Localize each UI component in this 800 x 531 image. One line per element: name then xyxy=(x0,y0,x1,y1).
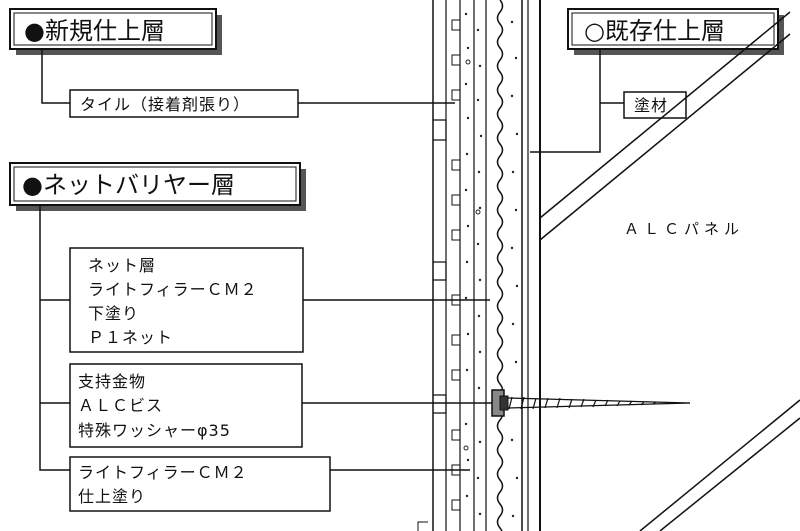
alc-hatch xyxy=(539,11,800,531)
header-net-barrier-layer: ●ネットバリヤー層 xyxy=(9,162,306,211)
header-new-layer: ●新規仕上層 xyxy=(9,8,222,55)
net-wave xyxy=(496,0,504,531)
header-net-barrier-text: ●ネットバリヤー層 xyxy=(22,171,235,199)
label-tile-text: タイル（接着剤張り） xyxy=(80,95,250,114)
support-line-2: ＡＬＣビス xyxy=(78,396,163,415)
label-paint-text: 塗材 xyxy=(634,96,668,115)
header-new-layer-text: ●新規仕上層 xyxy=(24,17,165,45)
leader-lines xyxy=(39,49,624,471)
net-layer-line-1: ネット層 xyxy=(88,256,156,275)
finish-line-2: 仕上塗り xyxy=(78,487,146,506)
net-layer-line-3: 下塗り xyxy=(88,304,139,323)
label-support-hardware: 支持金物 ＡＬＣビス 特殊ワッシャーφ35 xyxy=(69,363,303,448)
net-layer-line-2: ライトフィラーＣＭ２ xyxy=(88,280,258,299)
label-alc-panel: ＡＬＣパネル xyxy=(624,220,744,238)
mortar-dots xyxy=(463,12,519,518)
wall-cross-section xyxy=(417,0,800,531)
header-existing-layer-text: ○既存仕上層 xyxy=(584,17,725,45)
label-finish-coat: ライトフィラーＣＭ２ 仕上塗り xyxy=(69,456,331,512)
label-paint: 塗材 xyxy=(623,91,687,119)
header-existing-layer: ○既存仕上層 xyxy=(567,8,784,55)
support-line-1: 支持金物 xyxy=(78,372,146,391)
finish-line-1: ライトフィラーＣＭ２ xyxy=(78,463,248,482)
support-line-3: 特殊ワッシャーφ35 xyxy=(78,421,231,440)
tile-tabs xyxy=(451,19,461,511)
tile-joints xyxy=(433,119,447,414)
screw-head xyxy=(499,395,509,411)
alc-screw xyxy=(507,396,691,410)
label-net-layer: ネット層 ライトフィラーＣＭ２ 下塗り Ｐ１ネット xyxy=(69,247,304,353)
label-tile: タイル（接着剤張り） xyxy=(69,89,299,118)
net-layer-line-4: Ｐ１ネット xyxy=(88,328,173,347)
